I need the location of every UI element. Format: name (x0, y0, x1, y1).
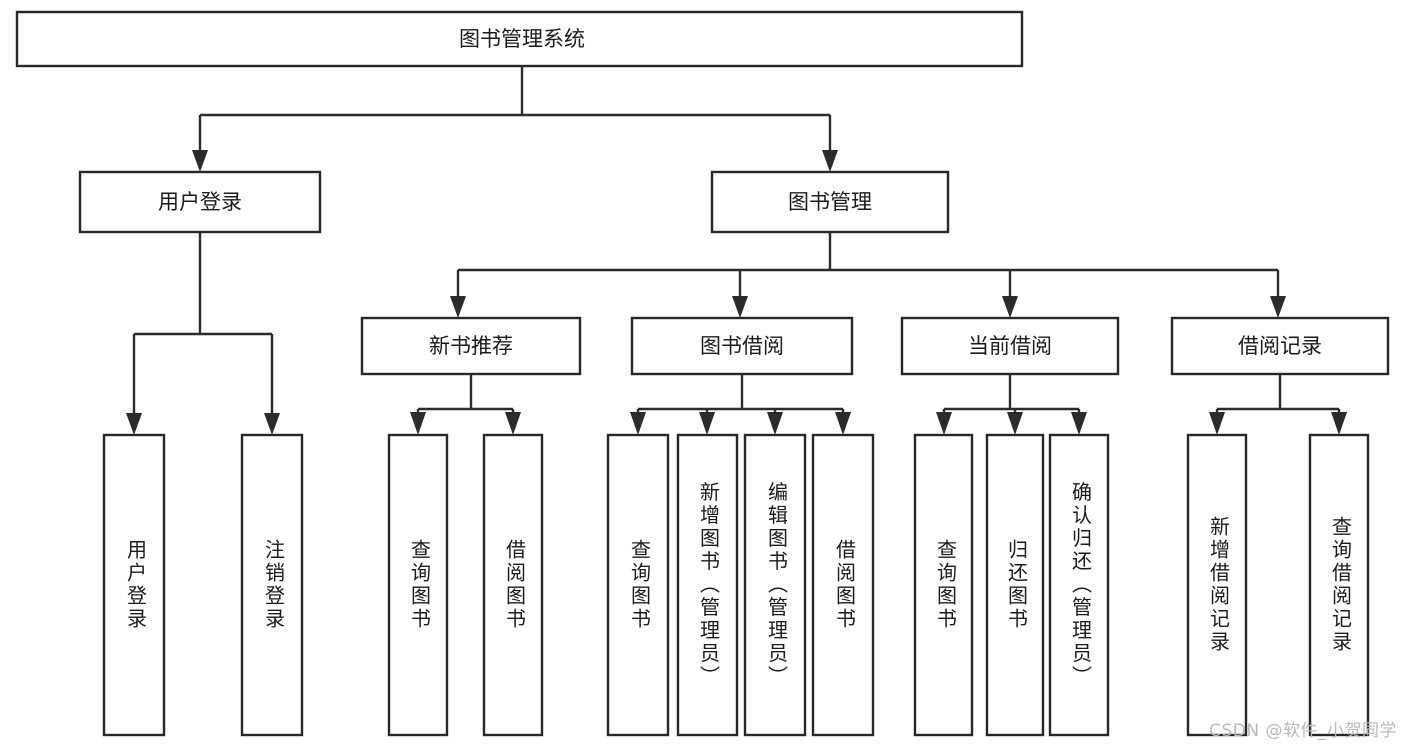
node-leaf-confirm-return-admin-box[interactable] (1048, 433, 1110, 737)
node-book-management-label: 图书管理 (788, 190, 872, 214)
connector-group-user-login (126, 232, 280, 435)
node-user-login-label: 用户登录 (158, 190, 242, 214)
node-book-borrow-label: 图书借阅 (700, 334, 784, 358)
node-new-book-recommend[interactable]: 新书推荐 (360, 316, 582, 376)
arrow-head-borrow-records (1270, 296, 1286, 318)
node-leaf-add-book-admin-box[interactable] (676, 433, 739, 737)
node-leaf-return-book-label: 归还图书 (1005, 539, 1029, 631)
node-leaf-query-borrow-record-box[interactable] (1308, 433, 1370, 737)
node-leaf-return-book[interactable]: 归还图书 (985, 433, 1045, 737)
node-leaf-add-borrow-record[interactable]: 新增借阅记录 (1186, 433, 1248, 737)
arrow-head-leaf-add-record (1209, 412, 1225, 435)
node-leaf-query-book-recommend[interactable]: 查询图书 (387, 433, 449, 737)
node-leaf-return-book-box[interactable] (985, 433, 1045, 737)
node-current-borrow-box[interactable] (900, 316, 1120, 376)
node-leaf-add-book-admin-label: 新增图书（管理员） (697, 481, 721, 688)
connector-group-book-borrow (630, 374, 851, 435)
node-root-system-box[interactable] (15, 10, 1024, 68)
node-borrow-records[interactable]: 借阅记录 (1170, 316, 1390, 376)
arrow-head-new-book-recommend (450, 296, 466, 318)
node-user-login[interactable]: 用户登录 (78, 170, 322, 234)
node-leaf-borrow-book-recommend-box[interactable] (482, 433, 544, 737)
arrow-head-current-borrow (1002, 296, 1018, 318)
node-leaf-query-book-borrow-label: 查询图书 (628, 539, 652, 631)
node-leaf-query-book-current-label: 查询图书 (934, 539, 958, 631)
node-leaf-edit-book-admin-label: 编辑图书（管理员） (765, 481, 789, 688)
arrow-head-leaf-confirm-return (1071, 412, 1087, 435)
node-leaf-user-login-label: 用户登录 (124, 539, 148, 631)
node-leaf-add-book-admin[interactable]: 新增图书（管理员） (676, 433, 739, 737)
connector-group-current-borrow (936, 374, 1087, 435)
node-leaf-query-borrow-record[interactable]: 查询借阅记录 (1308, 433, 1370, 737)
node-leaf-query-book-borrow-box[interactable] (606, 433, 670, 737)
node-root-system[interactable]: 图书管理系统 (15, 10, 1024, 68)
connector-group-root (192, 66, 838, 172)
node-leaf-confirm-return-admin-label: 确认归还（管理员） (1069, 481, 1093, 688)
node-root-system-label: 图书管理系统 (459, 27, 585, 51)
csdn-watermark: CSDN @软件_小贺同学 (1209, 721, 1397, 741)
node-leaf-query-book-recommend-box[interactable] (387, 433, 449, 737)
node-borrow-records-box[interactable] (1170, 316, 1390, 376)
node-current-borrow-label: 当前借阅 (968, 334, 1052, 358)
node-leaf-user-login-box[interactable] (102, 433, 166, 737)
arrow-head-leaf-query-record (1331, 412, 1347, 435)
connector-group-book-mgmt (450, 232, 1286, 318)
node-book-management[interactable]: 图书管理 (710, 170, 950, 234)
connector-group-borrow-records (1209, 374, 1347, 435)
node-book-borrow-box[interactable] (630, 316, 854, 376)
node-leaf-query-borrow-record-label: 查询借阅记录 (1329, 516, 1353, 654)
node-leaf-borrow-book-box[interactable] (811, 433, 875, 737)
node-leaf-edit-book-admin[interactable]: 编辑图书（管理员） (743, 433, 807, 737)
arrow-head-leaf-add-book (699, 412, 715, 435)
node-leaf-logout-login[interactable]: 注销登录 (240, 433, 304, 737)
node-leaf-query-book-current-box[interactable] (913, 433, 974, 737)
node-leaf-logout-login-box[interactable] (240, 433, 304, 737)
node-leaf-query-book-current[interactable]: 查询图书 (913, 433, 974, 737)
node-leaf-add-borrow-record-label: 新增借阅记录 (1207, 516, 1231, 654)
node-leaf-query-book-recommend-label: 查询图书 (408, 539, 432, 631)
node-leaf-logout-login-label: 注销登录 (262, 539, 286, 631)
arrow-head-leaf-borrow-book-b (835, 412, 851, 435)
node-leaf-confirm-return-admin[interactable]: 确认归还（管理员） (1048, 433, 1110, 737)
arrow-head-book-mgmt (822, 150, 838, 172)
arrow-head-leaf-borrow-book-a (505, 412, 521, 435)
node-leaf-add-borrow-record-box[interactable] (1186, 433, 1248, 737)
arrow-head-leaf-edit-book (767, 412, 783, 435)
node-new-book-recommend-label: 新书推荐 (429, 334, 513, 358)
connector-group-new-book-recommend (410, 374, 521, 435)
node-book-management-box[interactable] (710, 170, 950, 234)
arrow-head-leaf-query-book-b (630, 412, 646, 435)
node-leaf-borrow-book[interactable]: 借阅图书 (811, 433, 875, 737)
arrow-head-leaf-query-book-a (410, 412, 426, 435)
node-leaf-borrow-book-label: 借阅图书 (833, 539, 857, 631)
node-leaf-borrow-book-recommend[interactable]: 借阅图书 (482, 433, 544, 737)
arrow-head-book-borrow (732, 296, 748, 318)
node-new-book-recommend-box[interactable] (360, 316, 582, 376)
node-leaf-query-book-borrow[interactable]: 查询图书 (606, 433, 670, 737)
arrow-head-leaf-user-login (126, 413, 142, 435)
arrow-head-user-login (192, 150, 208, 172)
node-book-borrow[interactable]: 图书借阅 (630, 316, 854, 376)
node-user-login-box[interactable] (78, 170, 322, 234)
node-current-borrow[interactable]: 当前借阅 (900, 316, 1120, 376)
arrow-head-leaf-query-book-c (936, 412, 952, 435)
arrow-head-leaf-logout-login (264, 413, 280, 435)
node-leaf-edit-book-admin-box[interactable] (743, 433, 807, 737)
node-leaf-user-login[interactable]: 用户登录 (102, 433, 166, 737)
node-leaf-borrow-book-recommend-label: 借阅图书 (503, 539, 527, 631)
arrow-head-leaf-return-book (1007, 412, 1023, 435)
node-borrow-records-label: 借阅记录 (1238, 334, 1322, 358)
